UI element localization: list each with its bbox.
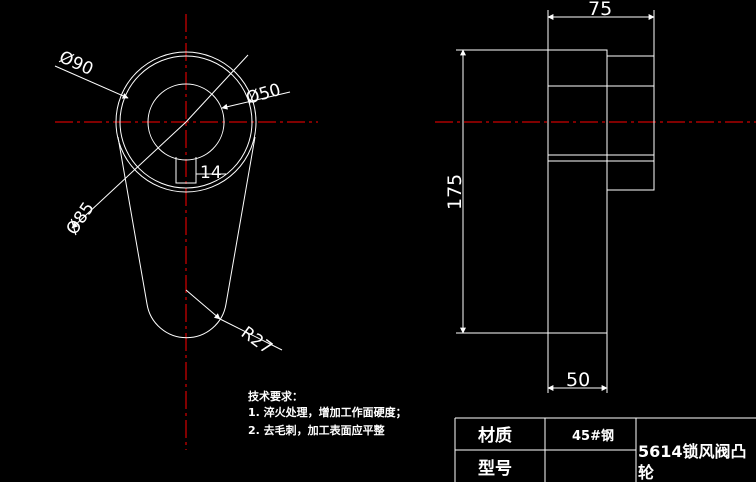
dim-line-d85 <box>71 121 187 229</box>
dim-line-d50 <box>221 91 291 110</box>
front-view <box>115 51 257 339</box>
dim-line-r27 <box>185 289 221 320</box>
side-body <box>547 49 608 334</box>
centerlines <box>55 14 756 450</box>
side-view-dim-text: 75 175 50 <box>444 0 612 391</box>
title-block <box>454 417 756 482</box>
cam-lobe-profile <box>117 136 256 339</box>
dim-text-d85: Ø85 <box>63 199 99 239</box>
tb-part-name-line-1: 5614锁风阀凸 <box>638 442 747 461</box>
side-view <box>547 49 655 334</box>
dim-text-r27: R27 <box>237 323 276 359</box>
side-view-dimensions <box>456 10 655 393</box>
dim-text-75: 75 <box>588 0 612 20</box>
notes-title: 技术要求： <box>248 389 303 403</box>
tb-model-label: 型号 <box>478 458 512 479</box>
notes-line-1: 1. 淬火处理，增加工作面硬度； <box>248 405 407 419</box>
technical-notes: 技术要求： 1. 淬火处理，增加工作面硬度； 2. 去毛刺，加工表面应平整 <box>248 389 407 437</box>
tb-material-value: 45#钢 <box>572 428 614 444</box>
tb-part-name-line-2: 轮 <box>638 463 654 482</box>
dim-text-175: 175 <box>444 174 466 210</box>
bore-circle-d50 <box>147 83 225 161</box>
dim-text-key: 14 <box>200 163 222 183</box>
dim-line-d90 <box>54 65 129 99</box>
front-view-dim-text: Ø90 Ø50 Ø85 14 R27 <box>56 47 283 358</box>
dim-text-d50: Ø50 <box>244 80 283 109</box>
notes-line-2: 2. 去毛刺，加工表面应平整 <box>248 423 385 437</box>
tb-material-label: 材质 <box>478 425 512 446</box>
dim-line-d85-upper <box>185 54 249 123</box>
keyway <box>175 157 197 184</box>
dim-text-50: 50 <box>566 369 590 391</box>
dim-leader-r27 <box>219 318 283 351</box>
side-hub <box>606 55 655 191</box>
outer-circle-d90 <box>115 51 257 193</box>
front-view-dimensions <box>54 54 291 351</box>
hub-circle-d85 <box>119 55 253 189</box>
title-block-text: 材质 45#钢 型号 5614锁风阀凸 轮 <box>478 425 747 482</box>
